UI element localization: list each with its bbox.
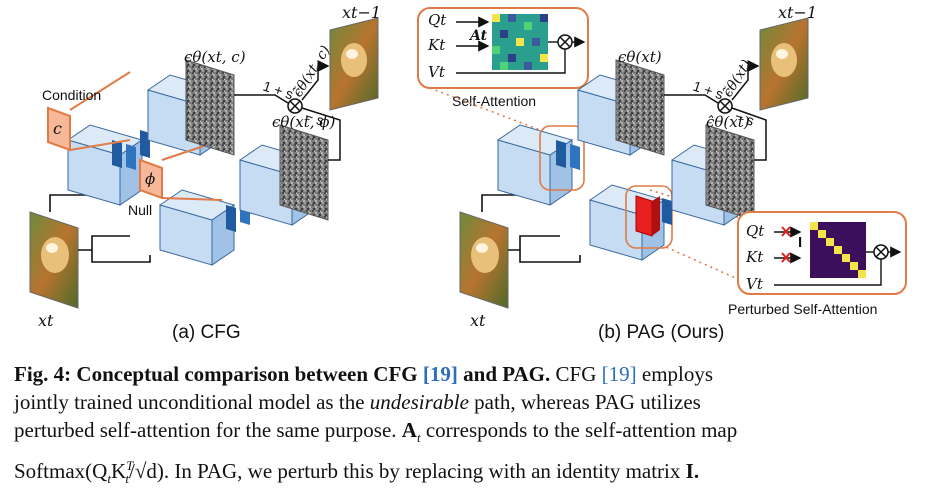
- caption-line-1: Fig. 4: Conceptual comparison between CF…: [14, 360, 922, 388]
- pag-x-in: xt: [470, 311, 486, 330]
- pag-output-image: [759, 17, 809, 111]
- caption-text: K: [110, 459, 127, 484]
- figure-caption: Fig. 4: Conceptual comparison between CF…: [14, 360, 922, 493]
- pag-k-perturbed: Kt: [745, 248, 764, 266]
- cfg-flow-line: [91, 250, 151, 263]
- caption-text: jointly trained unconditional model as t…: [14, 390, 365, 414]
- cfg-panel: xt c Condition: [29, 3, 381, 343]
- caption-text: path, whereas PAG utilizes: [474, 390, 701, 414]
- pag-eps: ϵθ(xt): [618, 48, 662, 66]
- pag-perturbed-label: Perturbed Self-Attention: [728, 301, 877, 317]
- cfg-eps-uncond: ϵθ(xt, ϕ): [272, 113, 336, 131]
- cfg-null: ϕ Null: [128, 139, 223, 218]
- pag-x-out: xt−1: [778, 3, 817, 22]
- caption-line-4: Softmax(QtKTt/√d). In PAG, we perturb th…: [14, 458, 700, 487]
- figure-illustration: xt c Condition: [29, 3, 907, 343]
- cfg-noise-cond: [185, 59, 235, 156]
- caption-line1-tail: CFG: [555, 362, 597, 386]
- pag-self-attention-inset: Qt Kt Vt At: [417, 7, 589, 89]
- cfg-flow-line: [78, 235, 130, 251]
- caption-fig-label: Fig. 4:: [14, 362, 72, 386]
- caption-ref[interactable]: [19]: [601, 362, 637, 386]
- caption-line-2: jointly trained unconditional model as t…: [14, 388, 922, 416]
- pag-q: Qt: [428, 11, 447, 29]
- caption-symbol: I.: [685, 459, 700, 484]
- pag-v-perturbed: Vt: [746, 275, 764, 293]
- cfg-output-image: [329, 17, 379, 111]
- cfg-combine-op: [287, 98, 303, 114]
- pag-combine-op: [717, 98, 733, 114]
- pag-panel-label: (b) PAG (Ours): [598, 322, 724, 343]
- cfg-x-out: xt−1: [342, 3, 381, 22]
- caption-line-3: perturbed self-attention for the same pu…: [14, 416, 922, 452]
- caption-text: Softmax(Q: [14, 459, 108, 484]
- pag-input-image: [459, 211, 509, 309]
- pag-self-attention-label: Self-Attention: [452, 93, 536, 109]
- caption-text: corresponds to the self-attention map: [425, 418, 738, 442]
- caption-title-ref[interactable]: [19]: [422, 362, 458, 386]
- cfg-panel-label: (a) CFG: [172, 322, 241, 343]
- cfg-null-label: Null: [128, 202, 152, 218]
- cfg-eps-cond: ϵθ(xt, c): [184, 48, 246, 66]
- caption-subscript: t: [416, 430, 421, 446]
- pag-weight-neg: − s: [733, 108, 756, 129]
- cfg-eps-tilde: ϵ̃θ(xt, c): [290, 43, 334, 100]
- pag-noise: [615, 59, 665, 156]
- pag-attn-map-label: At: [468, 28, 488, 44]
- cross-icon: [781, 226, 791, 263]
- caption-emphasis: undesirable: [369, 390, 469, 414]
- cfg-x-in: xt: [38, 311, 54, 330]
- pag-identity-label: I: [798, 234, 802, 251]
- caption-title-end: and PAG.: [463, 362, 551, 386]
- pag-v: Vt: [428, 63, 446, 81]
- pag-eps-hat: ϵ̂θ(xt): [706, 113, 750, 131]
- cfg-output-arrow: [301, 60, 330, 101]
- cfg-condition: c Condition: [42, 71, 131, 152]
- pag-q-perturbed: Qt: [746, 222, 765, 240]
- cfg-weight-line: [301, 107, 341, 161]
- caption-line1-end: employs: [641, 362, 714, 386]
- pag-attention-map: [492, 14, 548, 70]
- pag-k: Kt: [427, 36, 446, 54]
- cfg-input-image: [29, 211, 79, 309]
- pag-noise-perturbed: [705, 124, 755, 221]
- caption-text: perturbed self-attention for the same pu…: [14, 418, 397, 442]
- cfg-c-symbol: c: [53, 119, 62, 138]
- pag-panel: Qt Kt Vt At Self-Attention: [417, 3, 907, 343]
- cfg-weight-neg: − s: [303, 108, 326, 129]
- caption-text: /√d). In PAG, we perturb this by replaci…: [128, 459, 681, 484]
- cfg-weight-line: [234, 94, 289, 104]
- cfg-phi-symbol: ϕ: [145, 170, 155, 188]
- cfg-noise-uncond: [279, 124, 329, 221]
- cfg-condition-label: Condition: [42, 87, 101, 103]
- caption-symbol: A: [401, 418, 417, 442]
- pag-identity-map: [810, 222, 866, 278]
- pag-perturbed-attention-inset: Qt Kt Vt I: [737, 211, 907, 295]
- caption-title: Conceptual comparison between CFG: [76, 362, 418, 386]
